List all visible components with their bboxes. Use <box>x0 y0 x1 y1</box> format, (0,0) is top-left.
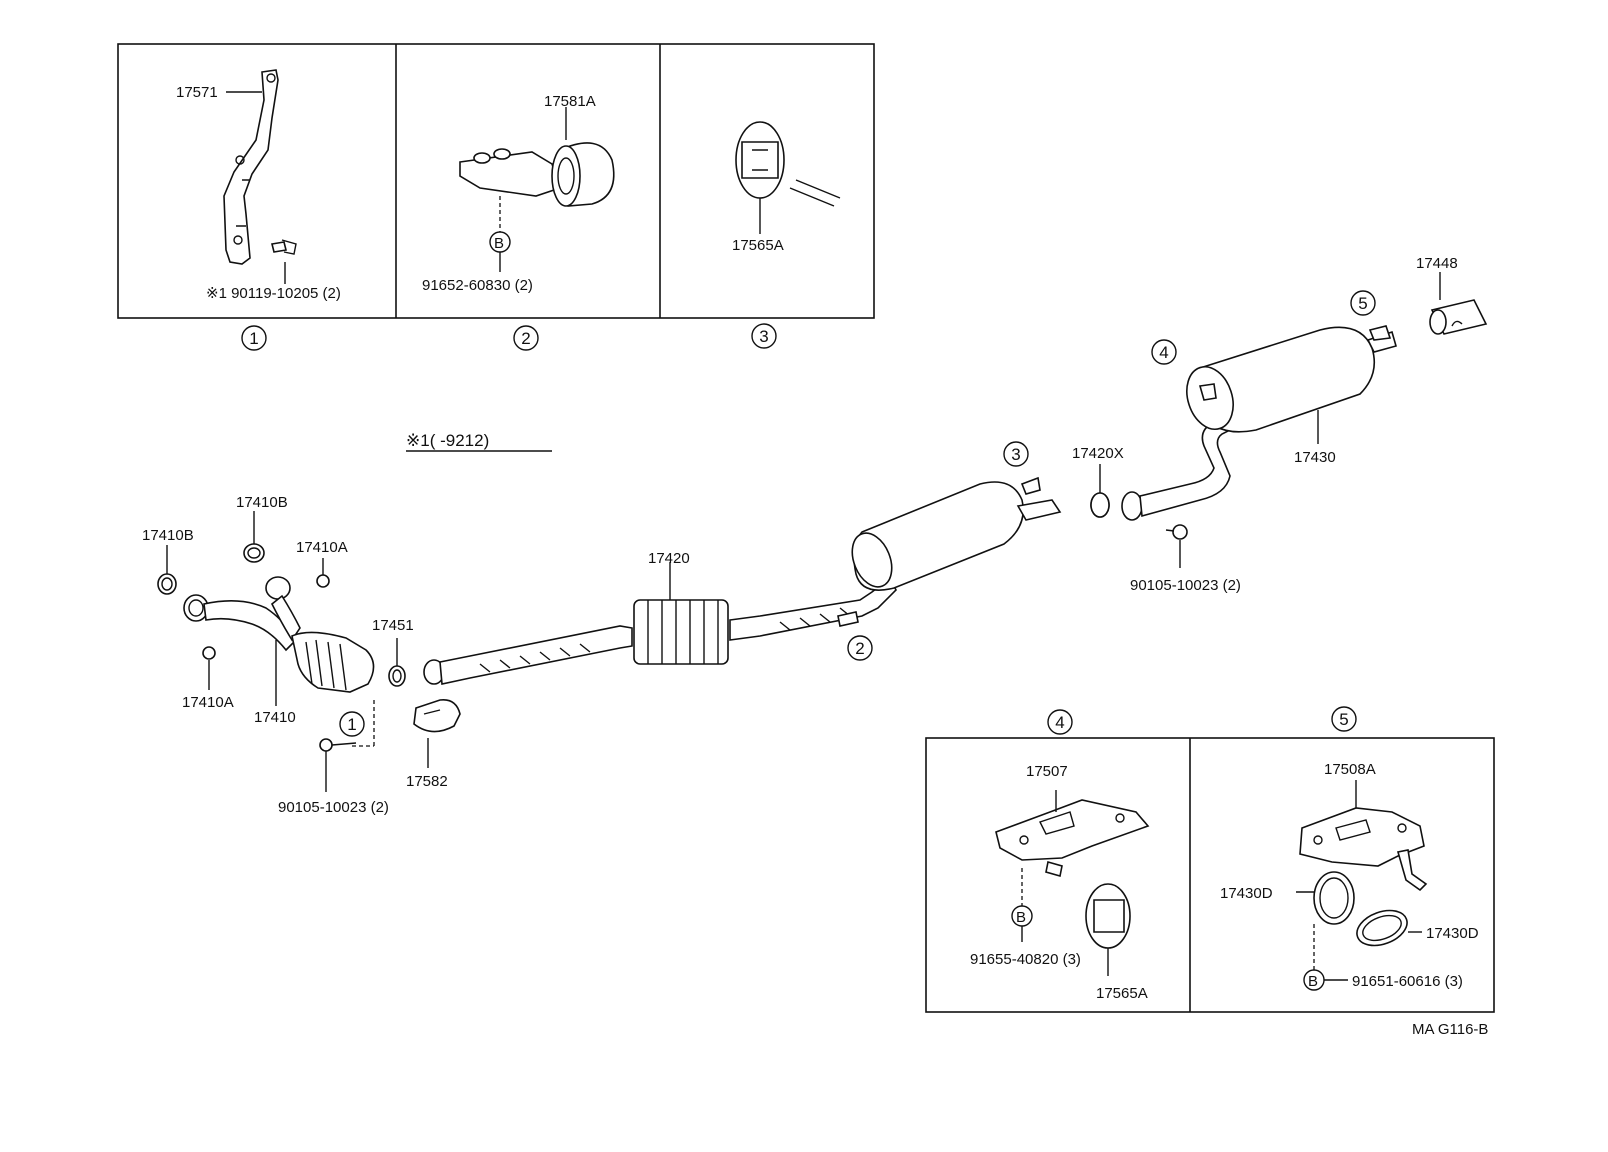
label-17430: 17430 <box>1294 449 1336 466</box>
label-90119-10205: ※1 90119-10205 (2) <box>206 285 341 302</box>
circled-number-1-main: 1 <box>339 711 365 737</box>
circled-number-3-top: 3 <box>751 323 777 349</box>
label-17420X: 17420X <box>1072 445 1124 462</box>
label-91655-40820: 91655-40820 (3) <box>970 951 1081 968</box>
b-marker-detail5-text: B <box>1308 973 1318 990</box>
label-17565A-top: 17565A <box>732 237 784 254</box>
label-90105-10023-left: 90105-10023 (2) <box>278 799 389 816</box>
label-17565A-detail: 17565A <box>1096 985 1148 1002</box>
label-17430D-left: 17430D <box>1220 885 1273 902</box>
label-17448: 17448 <box>1416 255 1458 272</box>
diagram-code: MA G116-B <box>1412 1021 1488 1038</box>
svg-text:2: 2 <box>855 639 864 658</box>
bracket-17571-drawing <box>223 69 297 284</box>
svg-text:3: 3 <box>1011 445 1020 464</box>
label-17410: 17410 <box>254 709 296 726</box>
circled-number-5-detail: 5 <box>1331 706 1357 732</box>
label-17507: 17507 <box>1026 763 1068 780</box>
hanger-17581A-drawing <box>459 107 615 232</box>
bracket-17508A-drawing <box>1299 780 1428 892</box>
label-17571: 17571 <box>176 84 218 101</box>
label-91651-60616: 91651-60616 (3) <box>1352 973 1463 990</box>
svg-text:4: 4 <box>1055 713 1064 732</box>
label-17508A: 17508A <box>1324 761 1376 778</box>
svg-text:3: 3 <box>759 327 768 346</box>
b-marker-detail2-text: B <box>494 235 504 252</box>
circled-number-2-top: 2 <box>513 325 539 351</box>
svg-text:5: 5 <box>1339 710 1348 729</box>
rubber-hanger-17565A-detail-drawing <box>1085 883 1131 976</box>
svg-text:2: 2 <box>521 329 530 348</box>
svg-text:4: 4 <box>1159 343 1168 362</box>
gasket-17420X-drawing <box>1090 492 1110 518</box>
circled-number-1-top: 1 <box>241 325 267 351</box>
tail-tip-17448-drawing <box>1429 299 1488 335</box>
svg-text:1: 1 <box>249 329 258 348</box>
bracket-17507-drawing <box>995 790 1150 906</box>
rubber-hanger-17565A-drawing <box>735 121 841 234</box>
label-17410B-left: 17410B <box>142 527 194 544</box>
middle-muffler-drawing <box>851 476 1110 591</box>
circled-number-4-main: 4 <box>1151 339 1177 365</box>
label-17582: 17582 <box>406 773 448 790</box>
svg-text:1: 1 <box>347 715 356 734</box>
circled-number-3-main: 3 <box>1003 441 1029 467</box>
center-pipe-17420-drawing <box>423 576 897 685</box>
top-detail-panels <box>117 43 875 319</box>
circled-number-5-main: 5 <box>1350 290 1376 316</box>
label-17420: 17420 <box>648 550 690 567</box>
label-17410A-lower: 17410A <box>182 694 234 711</box>
leader-lines-main <box>166 272 1441 792</box>
ring-17430D-large-drawing <box>1296 871 1355 925</box>
front-pipe-17410-drawing <box>157 543 406 693</box>
label-90105-10023-right: 90105-10023 (2) <box>1130 577 1241 594</box>
label-17410B-upper: 17410B <box>236 494 288 511</box>
bolt-90105-right-drawing <box>1165 524 1188 540</box>
b-marker-detail4-text: B <box>1016 909 1026 926</box>
rear-muffler-17430-drawing <box>1121 325 1397 521</box>
bracket-17582-drawing <box>413 698 461 733</box>
circled-number-2-main: 2 <box>847 635 873 661</box>
label-91652-60830: 91652-60830 (2) <box>422 277 533 294</box>
label-17430D-right: 17430D <box>1426 925 1479 942</box>
label-17581A: 17581A <box>544 93 596 110</box>
bolt-90105-left-drawing <box>319 738 357 752</box>
circled-number-4-detail: 4 <box>1047 709 1073 735</box>
label-17451: 17451 <box>372 617 414 634</box>
bottom-detail-panels <box>925 737 1495 1013</box>
note-1: ※1( -9212) <box>406 431 489 450</box>
ring-17430D-small-drawing <box>1356 909 1422 947</box>
label-17410A-upper: 17410A <box>296 539 348 556</box>
svg-text:5: 5 <box>1358 294 1367 313</box>
